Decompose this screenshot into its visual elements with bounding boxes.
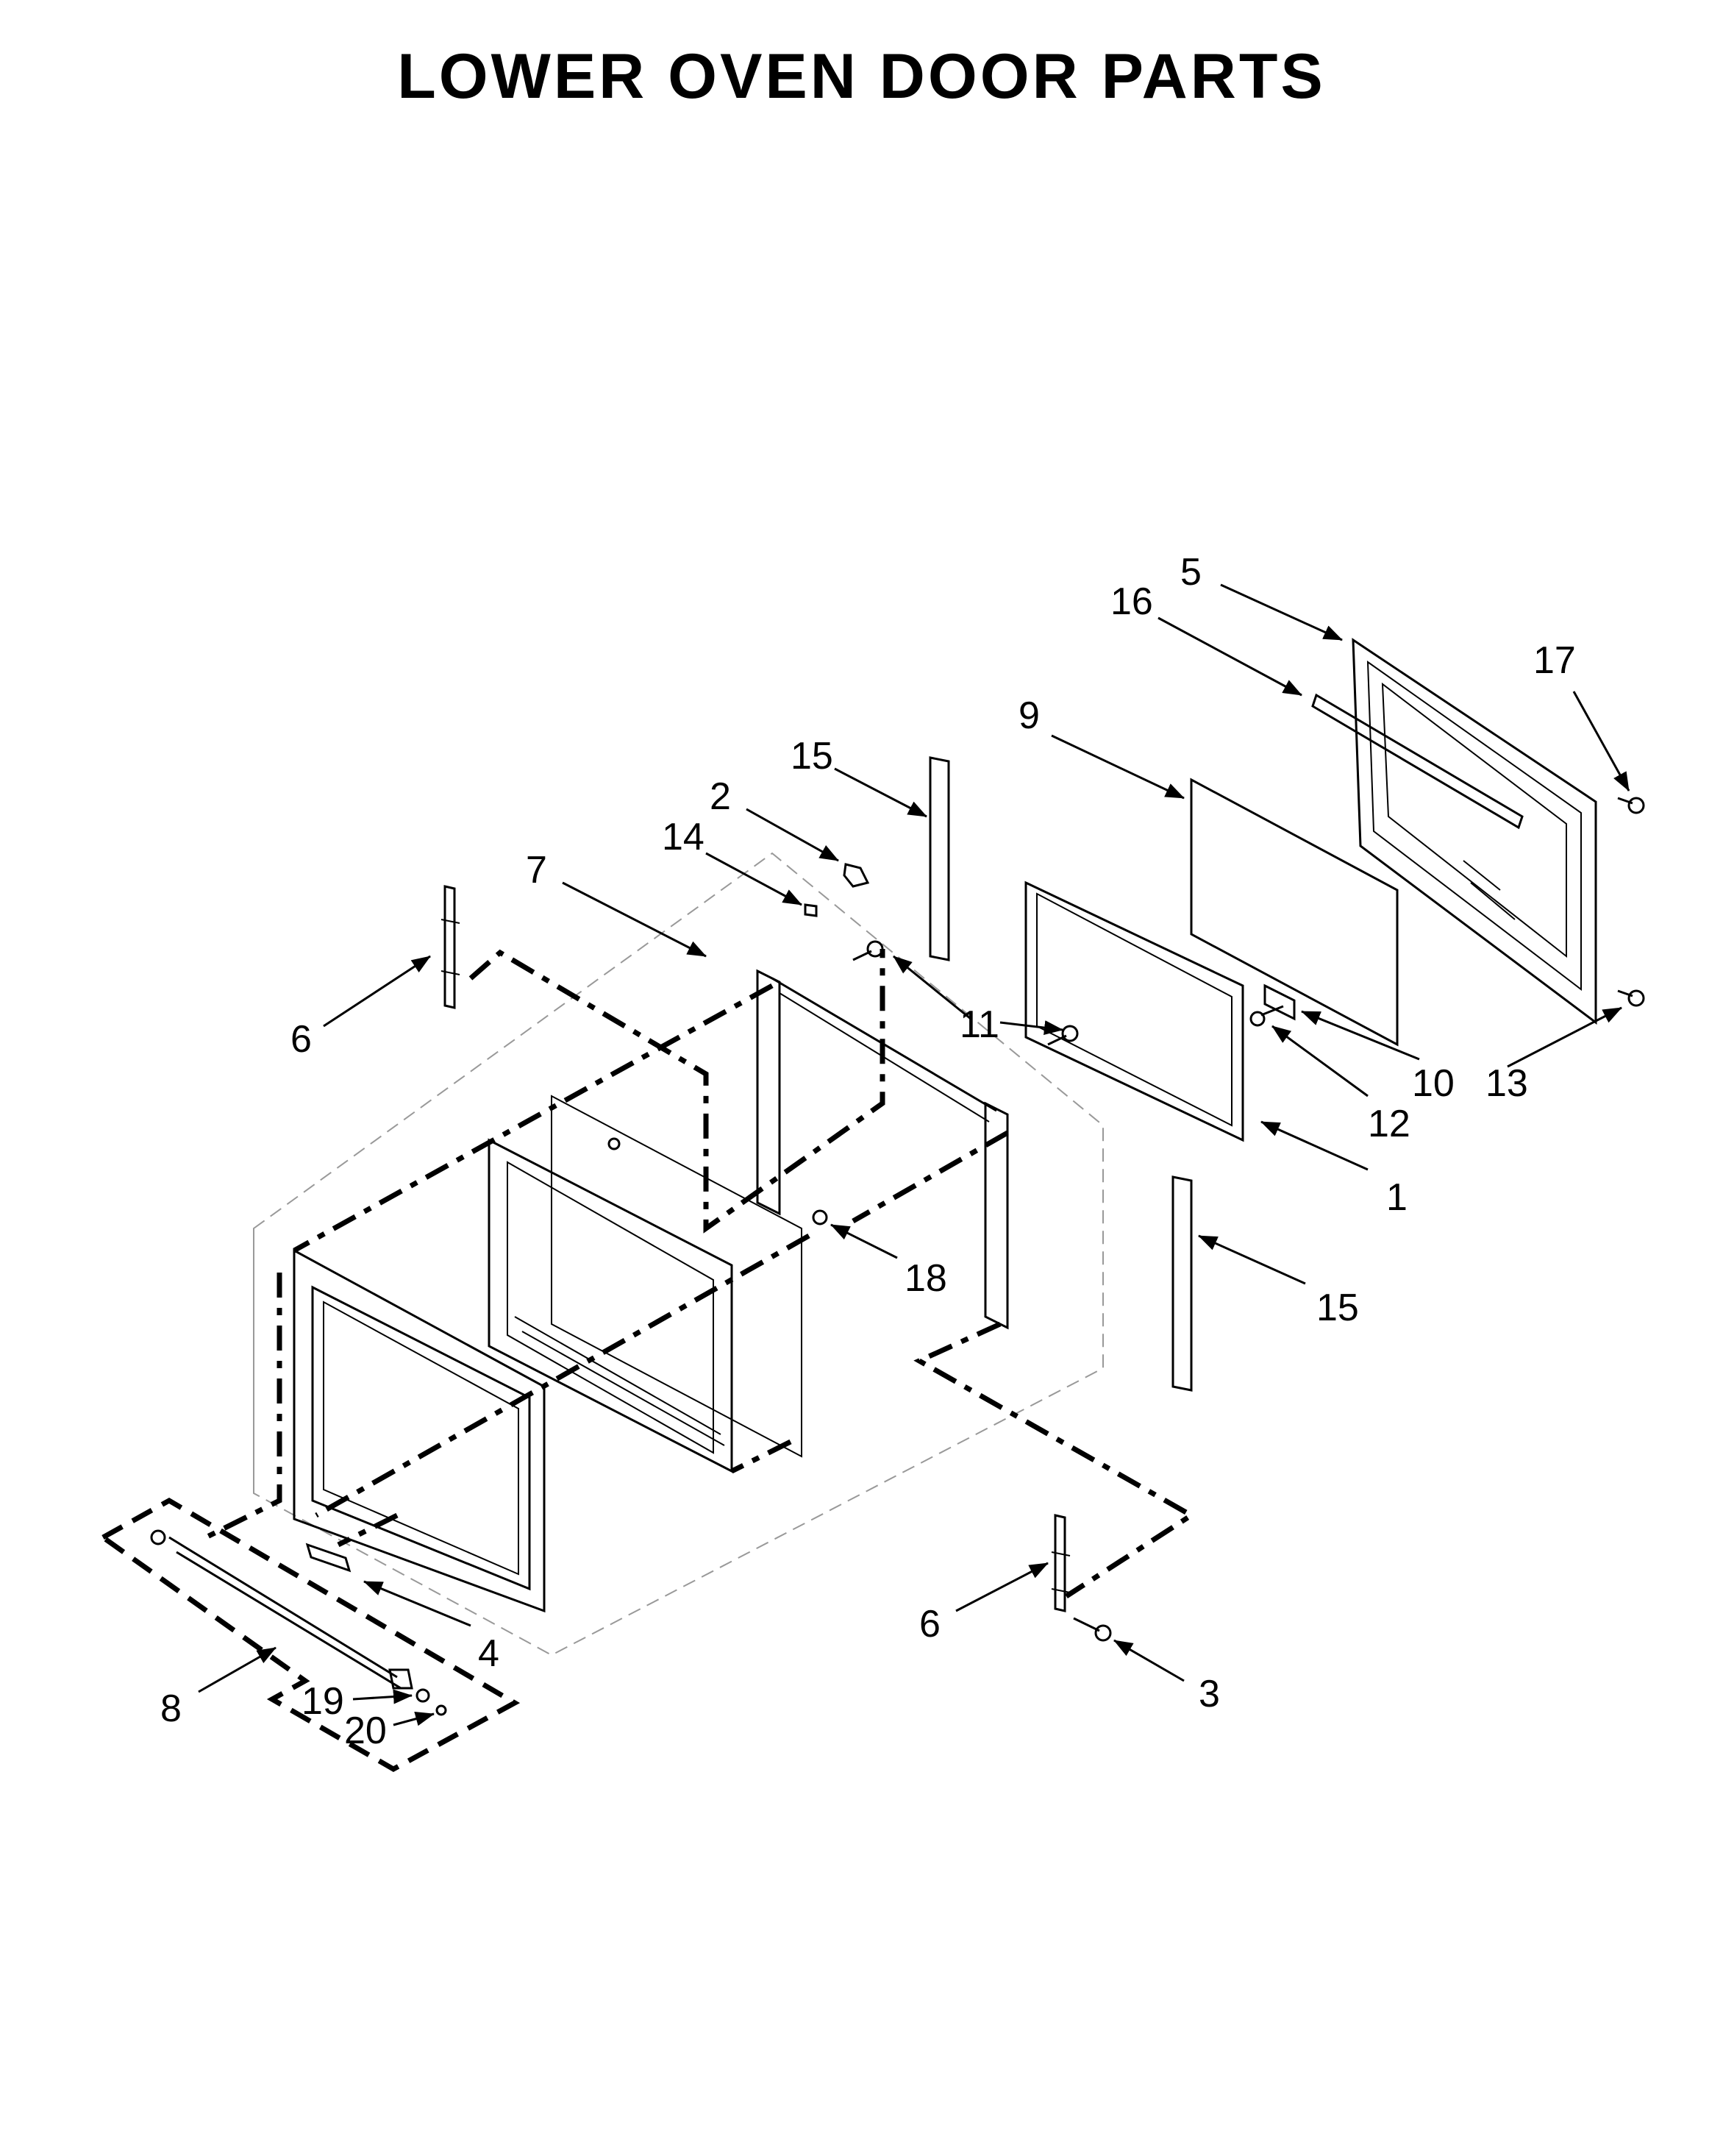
- part-hinge-right: [1051, 1514, 1071, 1612]
- leader-8: [198, 1646, 277, 1693]
- leader-11a: [893, 955, 971, 1020]
- part-screw-11-upper: [852, 940, 884, 961]
- part-handle-screw: [435, 1704, 447, 1716]
- part-screw-17: [1617, 797, 1645, 814]
- part-door-liner: [1024, 880, 1244, 1142]
- page-title: LOWER OVEN DOOR PARTS: [397, 41, 1326, 112]
- leader-7: [562, 881, 707, 958]
- part-middle-glass: [551, 1095, 802, 1458]
- leader-17: [1572, 691, 1630, 791]
- part-screw-13: [1617, 989, 1645, 1007]
- part-handle-washer: [415, 1688, 430, 1703]
- part-outer-door-panel: [293, 1248, 546, 1613]
- part-clip-small: [804, 903, 818, 917]
- callout-15-lower: 15: [1316, 1287, 1359, 1329]
- callout-6-upper: 6: [290, 1018, 312, 1061]
- part-side-channel-lower: [1171, 1175, 1193, 1392]
- callout-9: 9: [1019, 694, 1040, 737]
- assembly-line-frame: [293, 983, 774, 1253]
- callout-15-upper: 15: [791, 735, 833, 778]
- leader-4: [363, 1580, 471, 1627]
- callout-14: 14: [662, 816, 704, 858]
- callout-8: 8: [160, 1687, 182, 1730]
- callout-2: 2: [710, 775, 731, 818]
- leader-20: [393, 1711, 435, 1726]
- leader-10: [1301, 1010, 1420, 1061]
- callout-17: 17: [1533, 639, 1576, 682]
- callout-3: 3: [1199, 1673, 1220, 1715]
- part-inner-door-frame: [1352, 638, 1597, 1025]
- assembly-line-handle: [337, 1512, 399, 1548]
- assembly-line-right: [852, 1130, 1009, 1224]
- callout-1: 1: [1386, 1176, 1408, 1219]
- leader-13: [1507, 1006, 1622, 1068]
- callout-19: 19: [302, 1680, 344, 1723]
- assembly-line-door-left: [204, 1273, 282, 1540]
- part-clip: [843, 863, 870, 888]
- part-door-handle: [150, 1529, 413, 1690]
- callout-6-lower: 6: [919, 1603, 941, 1646]
- assembly-line-glass: [730, 1439, 792, 1474]
- leader-14: [705, 852, 802, 906]
- assembly-line-mid: [315, 1233, 810, 1518]
- callout-16: 16: [1110, 580, 1153, 623]
- part-washer-small: [607, 1137, 621, 1150]
- leader-3: [1113, 1639, 1185, 1682]
- leader-2: [746, 808, 839, 862]
- callout-18: 18: [905, 1257, 947, 1300]
- leader-11b: [999, 1020, 1063, 1036]
- door-assembly-outline: [253, 852, 1104, 1657]
- leader-15b: [1198, 1234, 1306, 1285]
- leader-5: [1220, 583, 1343, 641]
- part-screw-12: [1249, 1005, 1284, 1027]
- leader-1: [1260, 1120, 1369, 1171]
- callout-13: 13: [1485, 1062, 1528, 1105]
- callout-7: 7: [526, 849, 547, 892]
- leader-19: [352, 1689, 413, 1704]
- callout-10: 10: [1412, 1062, 1455, 1105]
- callout-12: 12: [1368, 1103, 1410, 1145]
- part-logo-badge: [305, 1543, 352, 1573]
- part-hinge-left: [440, 885, 460, 1009]
- part-hinge-screw: [1073, 1617, 1112, 1642]
- leader-12: [1271, 1025, 1369, 1097]
- assembly-line-top: [468, 949, 885, 1234]
- leader-18: [830, 1223, 898, 1259]
- leader-9: [1051, 734, 1185, 800]
- callout-11: 11: [960, 1003, 999, 1046]
- callout-5: 5: [1180, 551, 1202, 594]
- part-side-channel-upper: [929, 756, 950, 961]
- leader-6a: [323, 955, 431, 1028]
- part-glass-spacer-frame: [488, 1138, 733, 1473]
- part-washer: [812, 1209, 828, 1225]
- leader-15a: [834, 767, 927, 818]
- handle-group-outline: [101, 1497, 521, 1773]
- part-bracket: [1263, 983, 1296, 1021]
- part-trim-bar: [1311, 693, 1524, 830]
- leader-6b: [955, 1562, 1049, 1612]
- callout-20: 20: [344, 1709, 387, 1752]
- part-inner-glass: [1190, 778, 1399, 1047]
- callout-4: 4: [478, 1632, 499, 1675]
- leader-16: [1157, 616, 1302, 697]
